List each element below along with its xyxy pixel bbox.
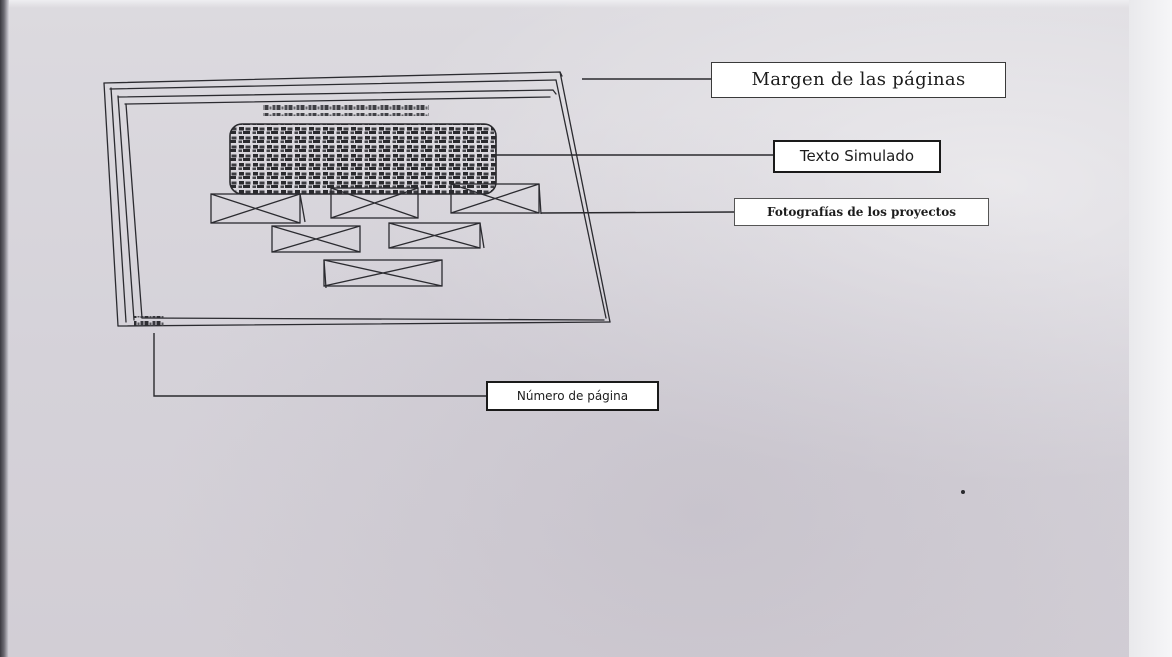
simulated-text-block (229, 123, 497, 195)
leader-lines (153, 78, 773, 397)
paper-left-edge (0, 0, 9, 657)
paper-speck (961, 490, 965, 494)
page-number-scribble (134, 316, 164, 326)
paper-sheet (9, 0, 1130, 657)
photo-placeholders (210, 183, 542, 289)
photo-placeholder-2 (330, 187, 419, 219)
page-margin-label: Margen de las páginas (711, 62, 1006, 98)
photo-placeholder-1 (210, 193, 306, 224)
leader-line-page-number (153, 333, 486, 397)
photo-placeholder-6 (323, 259, 443, 289)
title-scribble (263, 103, 429, 116)
leader-line-photos (540, 211, 735, 214)
photo-placeholder-4 (271, 225, 361, 253)
paper-top-edge (9, 0, 1129, 8)
project-photos-label: Fotografías de los proyectos (734, 198, 989, 226)
page-number-label: Número de página (486, 381, 659, 411)
background-right (1129, 0, 1172, 657)
simulated-text-label: Texto Simulado (773, 140, 941, 173)
page-outline-sketch (103, 71, 611, 327)
photo-placeholder-5 (388, 222, 485, 249)
photo-placeholder-3 (450, 183, 542, 215)
